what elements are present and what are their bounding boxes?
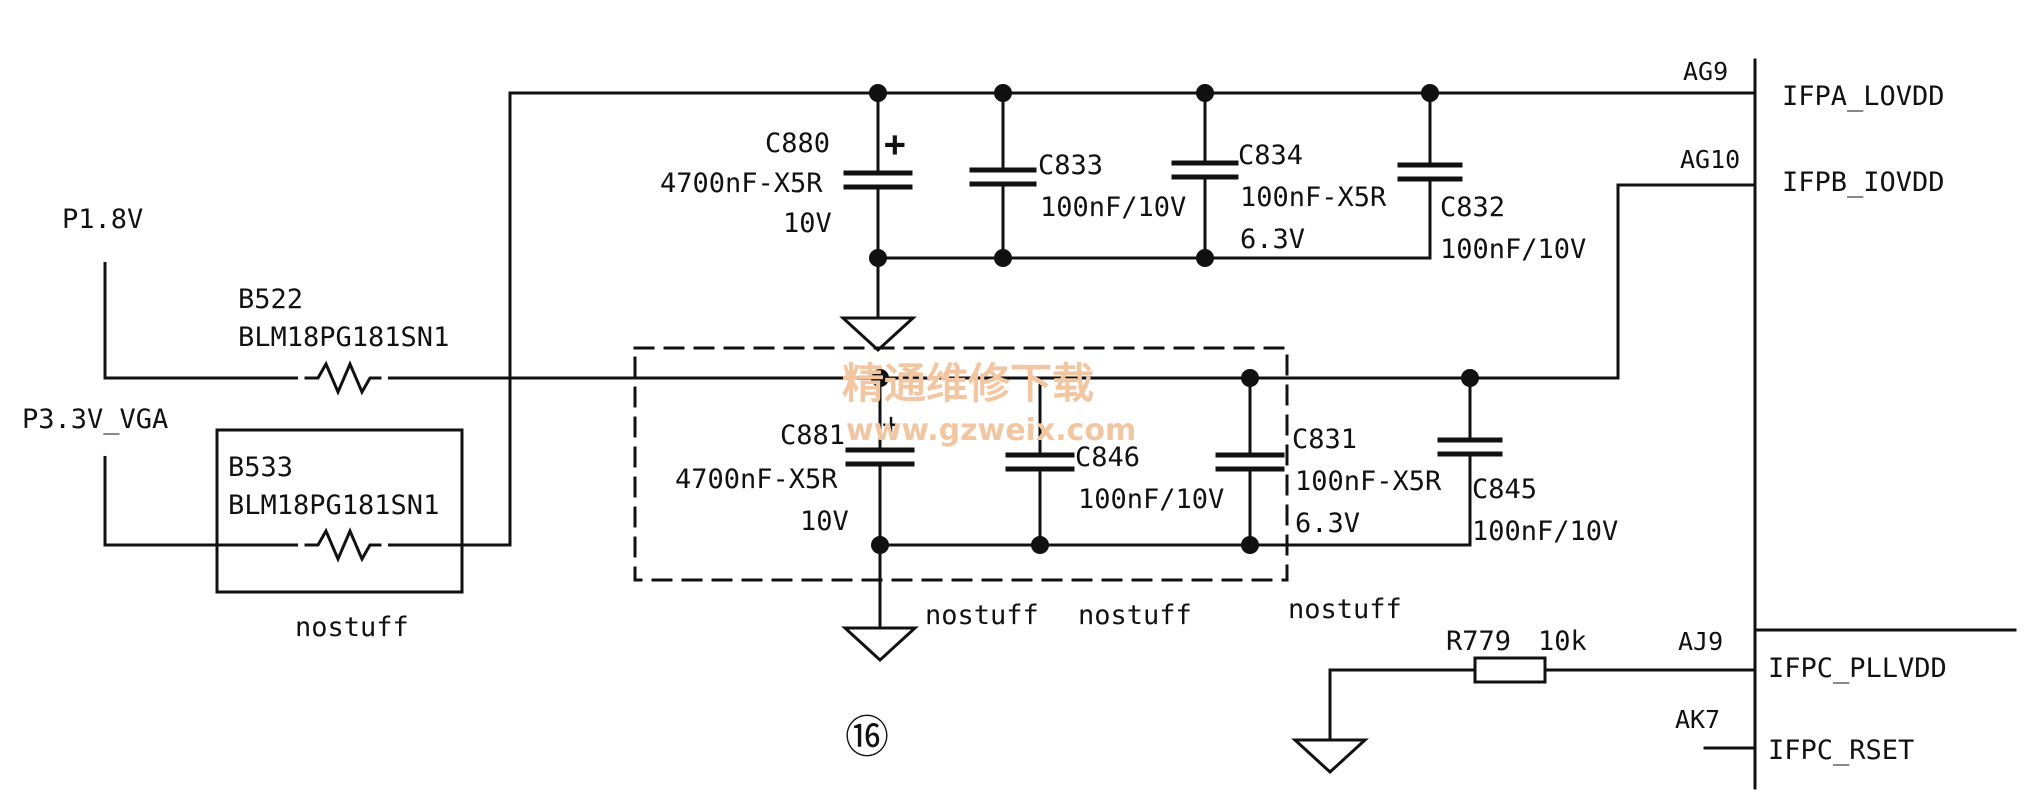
figure-number: ⑯ <box>845 712 889 763</box>
pin-ag9: AG9 <box>1683 57 1728 86</box>
nostuff-box <box>633 346 1289 582</box>
terminal-p33 <box>97 440 113 456</box>
b533-nostuff-box <box>215 428 464 594</box>
c880-polarity: + <box>884 124 906 165</box>
wire-top-rail <box>508 91 1757 547</box>
label-c834-volt: 6.3V <box>1240 224 1305 255</box>
watermark-url: www.gzweix.com <box>846 413 1136 448</box>
junction-dot <box>1196 249 1214 267</box>
label-b533-nostuff: nostuff <box>295 612 409 643</box>
wire-r779-left <box>1328 668 1477 742</box>
label-c845-val: 100nF/10V <box>1472 516 1618 547</box>
junction-dot <box>1421 84 1439 102</box>
junction-dot <box>871 536 889 554</box>
label-c833-ref: C833 <box>1038 150 1103 181</box>
label-c831-volt: 6.3V <box>1295 508 1360 539</box>
resistor-r779 <box>1473 656 1547 684</box>
junction-dot <box>871 369 889 387</box>
junction-dot <box>994 249 1012 267</box>
label-b533-ref: B533 <box>228 452 293 483</box>
label-c832-ref: C832 <box>1440 192 1505 223</box>
net-ifpa: IFPA_LOVDD <box>1782 81 1945 112</box>
label-c881-ref: C881 <box>780 420 845 451</box>
label-c834-val: 100nF-X5R <box>1240 182 1387 213</box>
bead-b533-zigzag <box>304 527 382 563</box>
label-c833-val: 100nF/10V <box>1040 192 1186 223</box>
junction-dot <box>1241 536 1259 554</box>
label-c831-ref: C831 <box>1292 424 1357 455</box>
label-c834-ref: C834 <box>1238 140 1303 171</box>
label-b522-ref: B522 <box>238 284 303 315</box>
label-c880-volt: 10V <box>783 208 832 239</box>
terminal-p18 <box>97 246 113 262</box>
label-c880-val: 4700nF-X5R <box>660 168 823 199</box>
pin-aj9: AJ9 <box>1678 627 1723 656</box>
label-c831-nostuff: nostuff <box>1288 594 1402 625</box>
label-c881-val: 4700nF-X5R <box>675 464 838 495</box>
label-c846-ref: C846 <box>1075 442 1140 473</box>
label-r779-val: 10k <box>1538 626 1587 657</box>
label-c832-val: 100nF/10V <box>1440 234 1586 265</box>
junction-dot <box>1196 84 1214 102</box>
label-p33: P3.3V_VGA <box>22 404 168 435</box>
wire-ag10 <box>1616 183 1757 380</box>
label-c846-nostuff: nostuff <box>1078 600 1192 631</box>
watermark-cn: 精通维修下载 <box>842 359 1094 408</box>
label-c846-val: 100nF/10V <box>1078 484 1224 515</box>
label-p18: P1.8V <box>62 204 143 235</box>
junction-dot <box>869 249 887 267</box>
label-c881-volt: 10V <box>800 506 849 537</box>
ground-symbol-r779 <box>1291 738 1369 775</box>
label-b533-part: BLM18PG181SN1 <box>228 490 439 521</box>
net-ifpc-rset: IFPC_RSET <box>1768 735 1914 766</box>
net-ifpc-pll: IFPC_PLLVDD <box>1768 653 1947 684</box>
pin-ag10: AG10 <box>1680 145 1740 174</box>
ground-symbol-upper <box>839 316 917 353</box>
label-c831-val: 100nF-X5R <box>1295 466 1442 497</box>
junction-dot <box>1461 369 1479 387</box>
junction-dot <box>1241 369 1259 387</box>
label-r779-ref: R779 <box>1446 626 1511 657</box>
pin-ak7: AK7 <box>1675 705 1720 734</box>
junction-dot <box>869 84 887 102</box>
label-c845-ref: C845 <box>1472 474 1537 505</box>
ground-symbol-lower <box>841 626 919 663</box>
label-b522-part: BLM18PG181SN1 <box>238 322 449 353</box>
c881-polarity: + <box>882 407 900 442</box>
bead-b522-zigzag <box>304 360 382 396</box>
net-ifpb: IFPB_IOVDD <box>1782 167 1945 198</box>
junction-dot <box>994 84 1012 102</box>
label-c880-ref: C880 <box>765 128 830 159</box>
junction-dot <box>1031 536 1049 554</box>
label-c881-nostuff: nostuff <box>925 600 1039 631</box>
